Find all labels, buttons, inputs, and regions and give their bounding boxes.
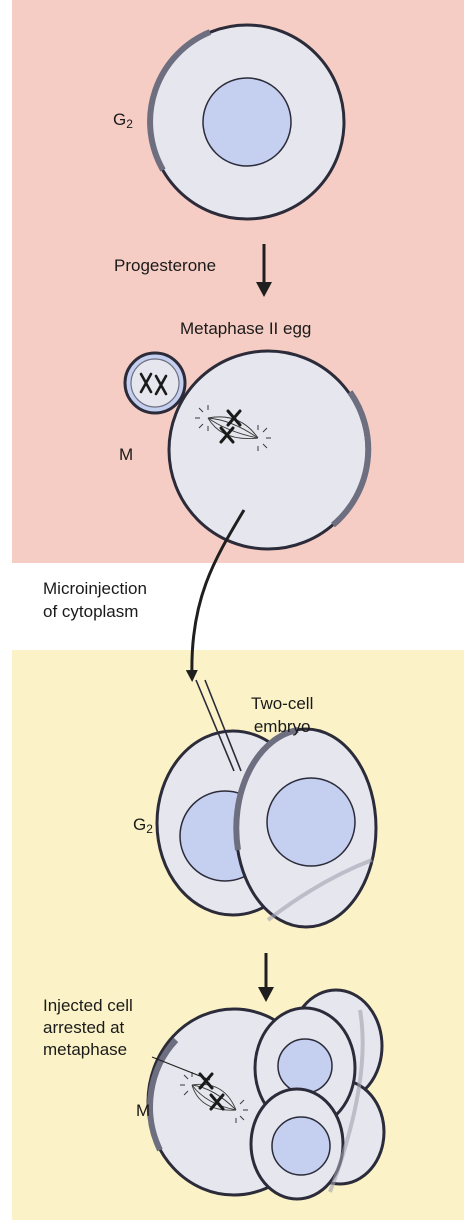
right-nucleus [267, 778, 355, 866]
dividing-nucleus-1 [278, 1039, 332, 1093]
injected-line-1: Injected cell [43, 996, 133, 1016]
two-cell-line-1: Two-cell [251, 694, 313, 714]
microinjection-label: Microinjection of cytoplasm [43, 579, 147, 622]
injected-line-2: arrested at [43, 1018, 133, 1038]
progesterone-label: Progesterone [114, 256, 216, 276]
m-bottom-label: M [136, 1101, 150, 1121]
oocyte-nucleus [203, 78, 291, 166]
m-top-label: M [119, 445, 133, 465]
metaphase-egg [169, 351, 368, 549]
microinjection-line-1: Microinjection [43, 579, 147, 599]
metaphase-egg-label: Metaphase II egg [180, 319, 311, 339]
polar-body [125, 353, 185, 413]
two-cell-embryo [157, 729, 376, 927]
g2-bottom-label: G2 [133, 815, 153, 835]
g2-oocyte [150, 25, 344, 219]
injected-line-3: metaphase [43, 1040, 133, 1060]
two-cell-line-2: embryo [251, 717, 313, 737]
microinjection-line-2: of cytoplasm [43, 602, 147, 622]
injected-cell-label: Injected cell arrested at metaphase [43, 996, 133, 1060]
two-cell-embryo-label: Two-cell embryo [251, 694, 313, 737]
g2-top-label: G2 [113, 110, 133, 130]
dividing-nucleus-2 [272, 1117, 330, 1175]
